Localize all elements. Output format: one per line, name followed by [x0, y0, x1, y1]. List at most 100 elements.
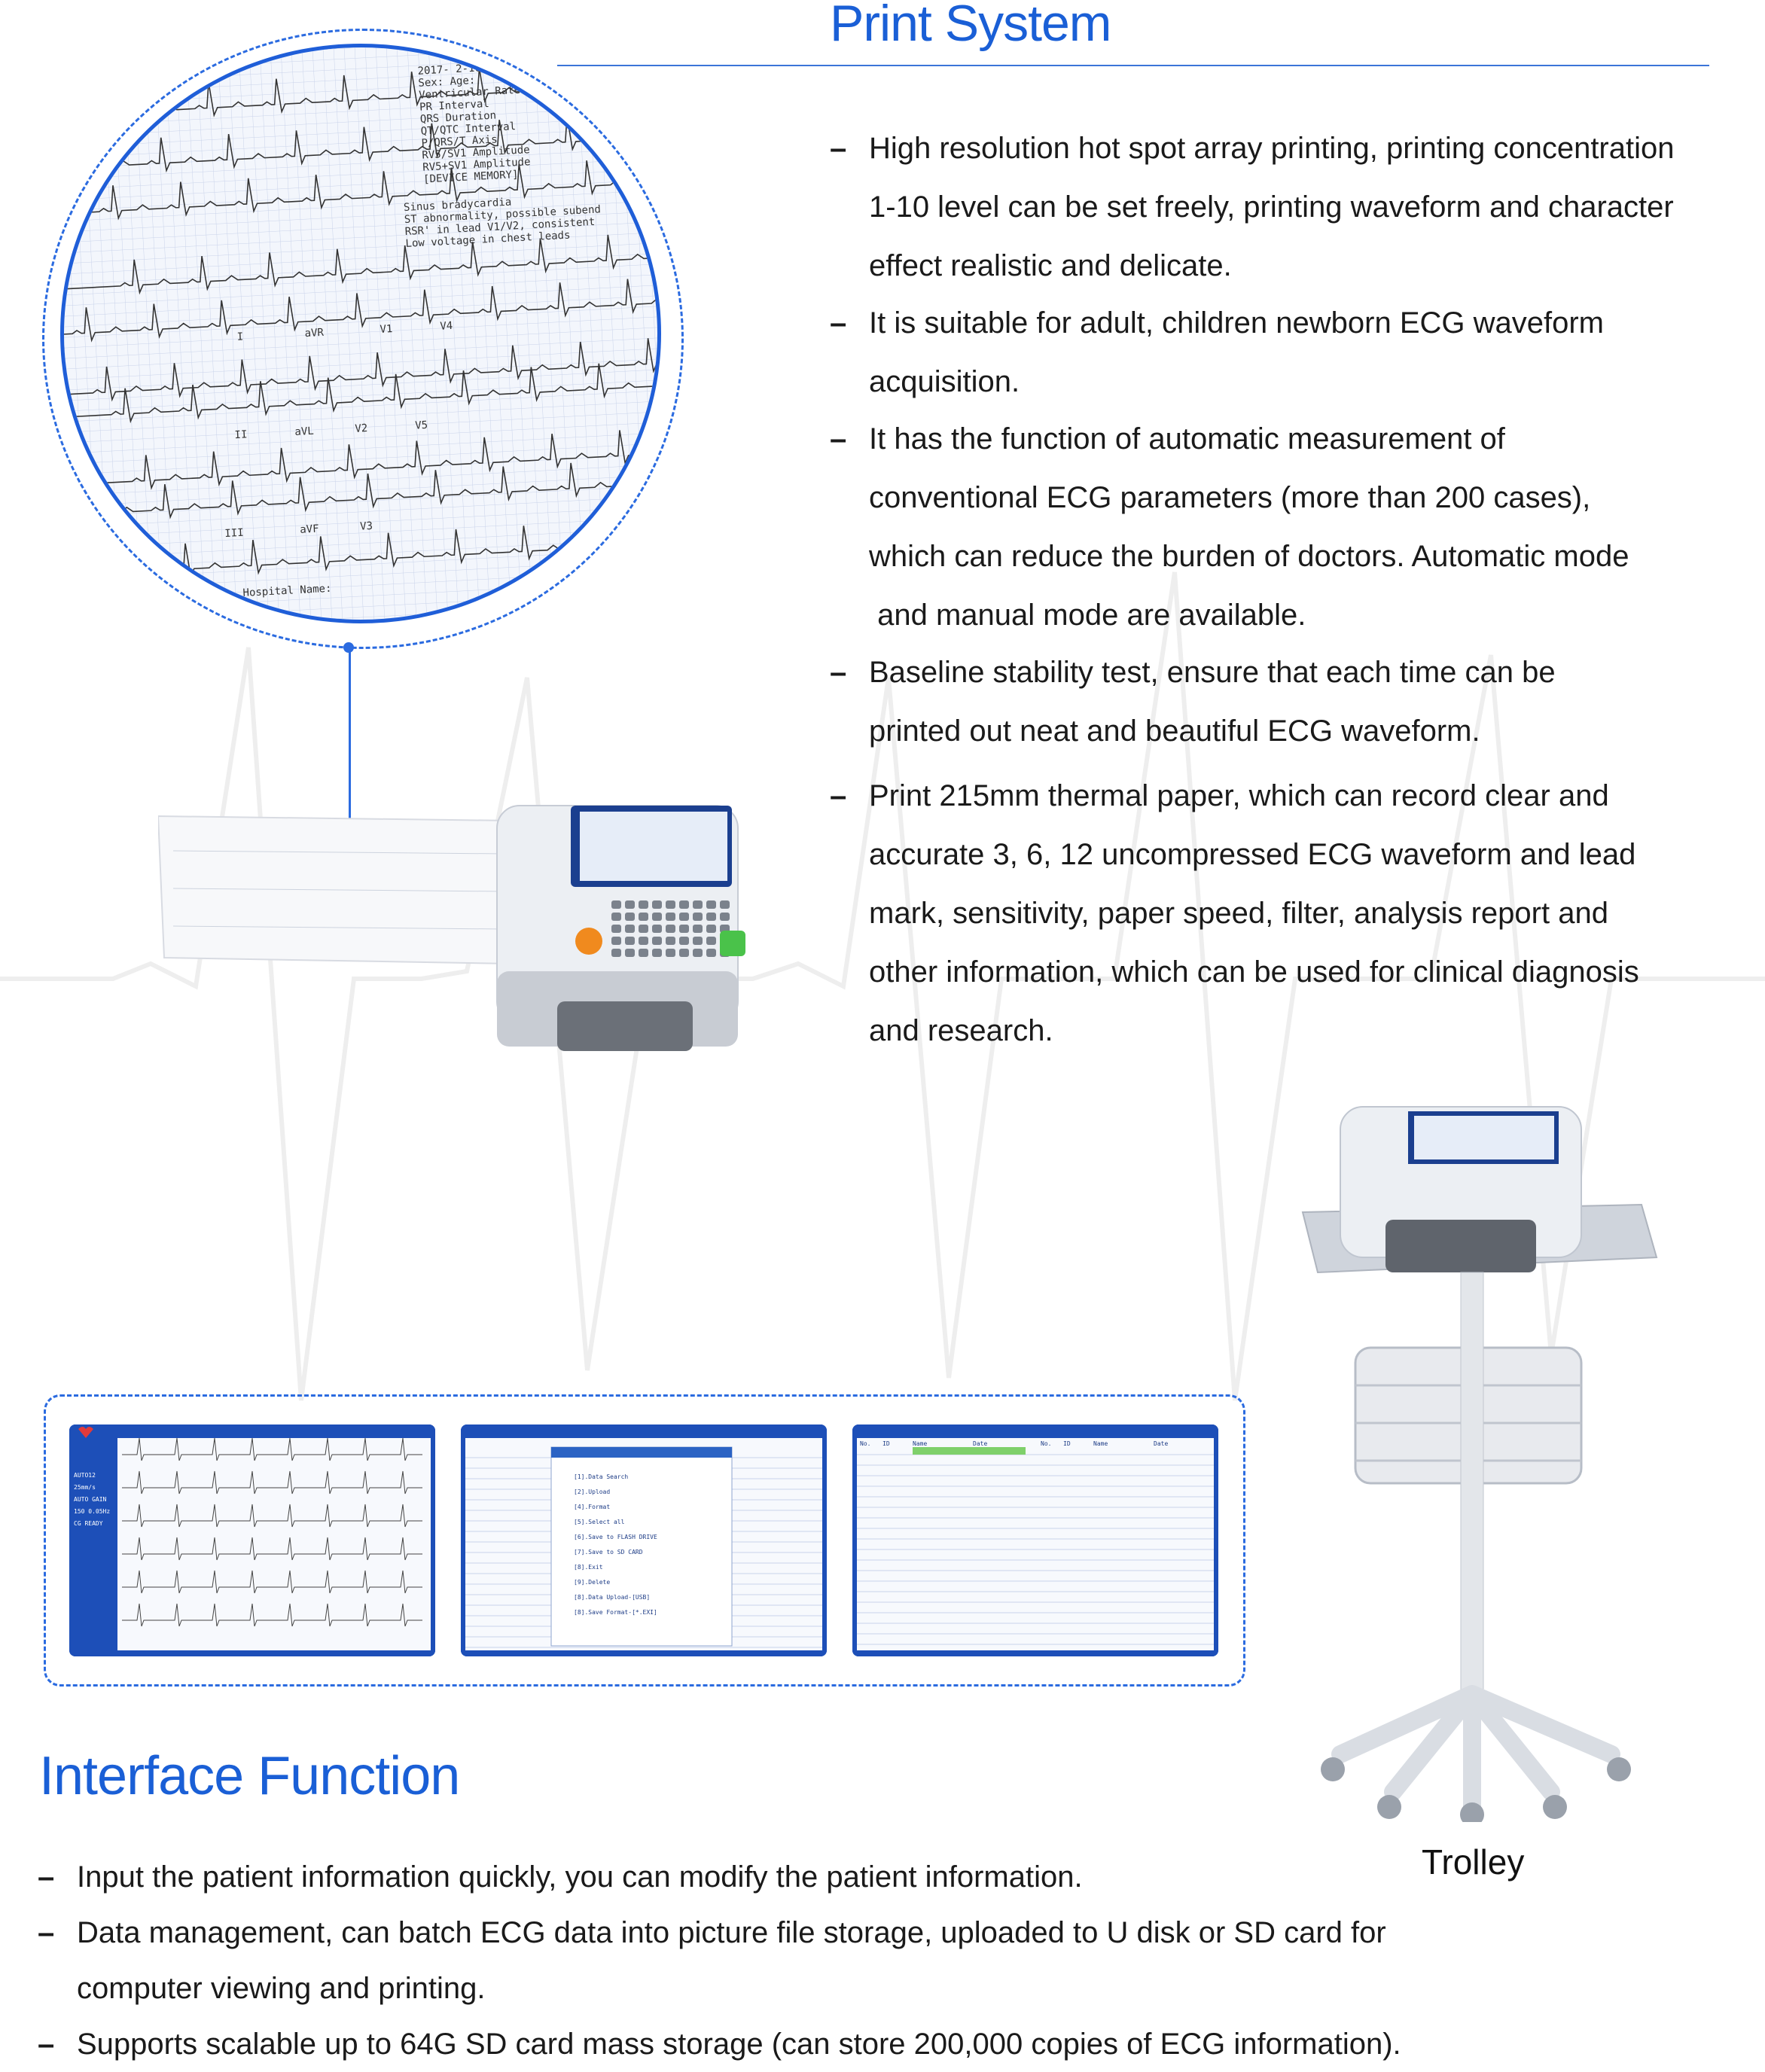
keyboard-key — [611, 925, 621, 933]
bullet-item: –High resolution hot spot array printing… — [830, 119, 1718, 295]
column-header: Date — [973, 1440, 987, 1447]
report-header-line: PR Interval — [419, 98, 489, 114]
keyboard-key — [679, 937, 689, 945]
bullet-line: printed out neat and beautiful ECG wavef… — [869, 715, 1480, 748]
keyboard-key — [693, 900, 703, 909]
ecg-trace — [64, 422, 657, 490]
column-header: Date — [1154, 1440, 1168, 1447]
trolley-label: Trolley — [1422, 1842, 1525, 1882]
bullet-item: –Input the patient information quickly, … — [38, 1849, 1468, 1905]
bullet-dash: – — [38, 1916, 55, 1949]
column-header: No. — [1041, 1440, 1051, 1447]
bullet-dash: – — [830, 779, 847, 812]
connector-line — [349, 648, 351, 822]
report-header-line: P/QRS/T Axis — [421, 133, 498, 149]
keyboard-key — [652, 925, 662, 933]
bullet-dash: – — [830, 656, 847, 689]
keyboard-key — [625, 949, 635, 957]
monitor-ecg-trace — [122, 1437, 422, 1461]
column-header: ID — [882, 1440, 890, 1447]
monitor-ecg-trace — [122, 1570, 422, 1594]
bullet-line: and research. — [869, 1014, 1053, 1047]
magnifier-ring — [42, 29, 684, 649]
bullet-line: Data management, can batch ECG data into… — [77, 1916, 1386, 1949]
heart-icon — [78, 1427, 93, 1438]
report-header-line: Ventricular Rate — [419, 84, 521, 102]
keyboard-key — [611, 937, 621, 945]
bullet-line: effect realistic and delicate. — [869, 249, 1232, 282]
column-header: Name — [1093, 1440, 1108, 1447]
bullet-line: other information, which can be used for… — [869, 955, 1639, 989]
bullet-line: which can reduce the burden of doctors. … — [869, 540, 1629, 573]
bullet-dash: – — [830, 422, 847, 456]
interface-function-bullet-list: –Input the patient information quickly, … — [38, 1849, 1468, 2072]
monitor-status-text: AUTO GAIN — [74, 1496, 107, 1503]
keyboard-key — [706, 913, 716, 921]
monitor-ecg-trace — [122, 1603, 422, 1627]
monitor-status-text: CG READY — [74, 1520, 103, 1527]
column-header: No. — [860, 1440, 870, 1447]
report-header-line: [DEVICE MEMORY] — [423, 169, 519, 186]
keyboard-key — [693, 937, 703, 945]
keyboard-key — [652, 949, 662, 957]
keyboard-key — [706, 949, 716, 957]
lead-label: II — [234, 428, 248, 441]
keyboard-key — [720, 913, 730, 921]
keyboard-key — [693, 913, 703, 921]
title-underline — [557, 65, 1709, 66]
trolley-image — [1301, 1106, 1658, 1822]
lead-label: III — [224, 527, 244, 540]
keyboard-key — [666, 925, 675, 933]
keyboard-key — [679, 900, 689, 909]
monitor-status-text: 25mm/s — [74, 1484, 96, 1491]
ecg-trace — [64, 227, 657, 295]
bullet-line: mark, sensitivity, paper speed, filter, … — [869, 897, 1608, 930]
monitor-ecg-trace — [122, 1504, 422, 1528]
bullet-item: –Print 215mm thermal paper, which can re… — [830, 766, 1718, 1060]
menu-item: [9].Delete — [574, 1579, 610, 1586]
ecg-trace — [64, 356, 657, 424]
bullet-line: Print 215mm thermal paper, which can rec… — [869, 779, 1609, 812]
keyboard-key — [652, 900, 662, 909]
keyboard-key — [666, 900, 675, 909]
bullet-line: Baseline stability test, ensure that eac… — [869, 656, 1556, 689]
menu-item: [6].Save to FLASH DRIVE — [574, 1534, 657, 1540]
print-system-bullet-list: –High resolution hot spot array printing… — [830, 119, 1718, 1059]
lead-label: aVL — [294, 425, 314, 438]
keyboard-key — [679, 949, 689, 957]
lead-label: V4 — [440, 320, 453, 333]
keyboard-key — [611, 900, 621, 909]
bullet-item: –It has the function of automatic measur… — [830, 410, 1718, 644]
ecg-machine-image — [158, 805, 745, 1051]
bullet-line: accurate 3, 6, 12 uncompressed ECG wavef… — [869, 838, 1636, 871]
keyboard-key — [625, 900, 635, 909]
bullet-line: Input the patient information quickly, y… — [77, 1860, 1083, 1894]
keyboard-key — [666, 937, 675, 945]
menu-item: [2].Upload — [574, 1488, 610, 1495]
menu-item: [1].Data Search — [574, 1473, 628, 1480]
keyboard-key — [625, 913, 635, 921]
keyboard-key — [611, 949, 621, 957]
hospital-name-label: Hospital Name: — [242, 583, 332, 599]
menu-item: [5].Select all — [574, 1519, 625, 1525]
keyboard-key — [693, 949, 703, 957]
menu-item: [8].Exit — [574, 1564, 603, 1571]
keyboard-key — [625, 925, 635, 933]
monitor-ecg-trace — [122, 1537, 422, 1561]
report-header-line: Sex: Age: — [418, 75, 476, 90]
bullet-dash: – — [38, 1860, 55, 1894]
lead-label: V1 — [380, 323, 393, 336]
keyboard-key — [666, 949, 675, 957]
report-header-line: RV5+SV1 Amplitude — [422, 156, 531, 173]
monitor-status-text: 150 0.05Hz — [74, 1508, 110, 1515]
bullet-line: computer viewing and printing. — [77, 1972, 486, 2005]
menu-item: [8].Save Format-[*.EXI] — [574, 1609, 657, 1616]
bullet-line: and manual mode are available. — [869, 599, 1306, 632]
bullet-dash: – — [830, 306, 847, 340]
interface-function-title: Interface Function — [39, 1746, 460, 1806]
screenshots-frame — [44, 1394, 1245, 1687]
bullet-item: –Baseline stability test, ensure that ea… — [830, 643, 1718, 760]
